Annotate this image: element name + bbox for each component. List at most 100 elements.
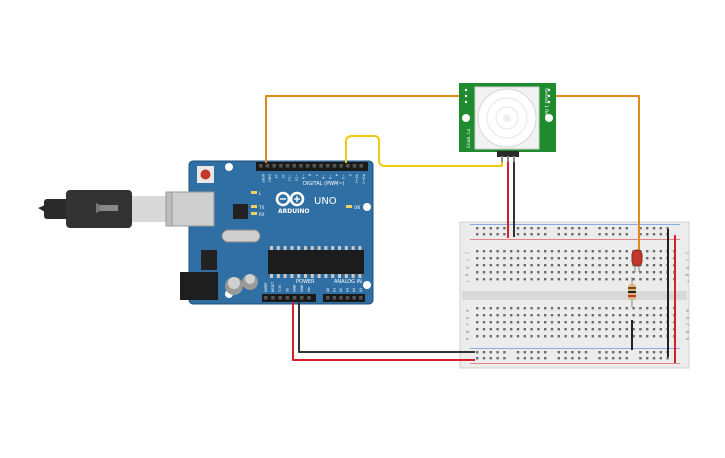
breadboard-hole[interactable] [523,271,526,274]
breadboard-hole[interactable] [598,271,601,274]
breadboard-hole[interactable] [591,335,594,338]
breadboard-hole[interactable] [639,335,642,338]
breadboard-hole[interactable] [659,328,662,331]
breadboard-hole[interactable] [503,227,506,230]
breadboard-hole[interactable] [584,321,588,324]
breadboard-hole[interactable] [646,250,649,253]
header-pin[interactable] [352,296,356,300]
breadboard-hole[interactable] [632,314,635,317]
breadboard-hole[interactable] [584,233,588,236]
breadboard-hole[interactable] [612,357,615,360]
breadboard-hole[interactable] [482,351,486,354]
breadboard-hole[interactable] [584,250,588,253]
breadboard-hole[interactable] [584,257,588,260]
breadboard-hole[interactable] [544,335,547,338]
breadboard-hole[interactable] [578,314,581,317]
breadboard-hole[interactable] [598,227,601,230]
breadboard-hole[interactable] [612,328,615,331]
breadboard-hole[interactable] [659,271,662,274]
breadboard-hole[interactable] [652,233,656,236]
breadboard-hole[interactable] [496,250,499,253]
breadboard-hole[interactable] [659,264,662,267]
breadboard-hole[interactable] [537,351,540,354]
breadboard-hole[interactable] [530,321,533,324]
breadboard-hole[interactable] [646,314,649,317]
breadboard-hole[interactable] [537,314,540,317]
breadboard-hole[interactable] [618,250,622,253]
breadboard-hole[interactable] [571,307,574,310]
breadboard-hole[interactable] [537,264,540,267]
breadboard-hole[interactable] [530,250,533,253]
breadboard-hole[interactable] [605,314,608,317]
breadboard-hole[interactable] [530,233,533,236]
breadboard-hole[interactable] [612,321,615,324]
breadboard-hole[interactable] [510,314,513,317]
breadboard-hole[interactable] [503,271,506,274]
breadboard-hole[interactable] [544,307,547,310]
breadboard-hole[interactable] [476,314,479,317]
breadboard-hole[interactable] [544,351,547,354]
breadboard-hole[interactable] [564,321,567,324]
breadboard-hole[interactable] [652,264,656,267]
header-pin[interactable] [307,296,311,300]
breadboard-hole[interactable] [598,335,601,338]
breadboard-hole[interactable] [659,314,662,317]
breadboard-hole[interactable] [550,328,554,331]
header-pin[interactable] [346,164,350,168]
breadboard-hole[interactable] [571,227,574,230]
breadboard-hole[interactable] [625,271,628,274]
header-pin[interactable] [339,296,343,300]
breadboard-hole[interactable] [646,278,649,281]
breadboard-hole[interactable] [476,227,479,230]
breadboard-hole[interactable] [550,271,554,274]
breadboard-hole[interactable] [537,250,540,253]
breadboard-hole[interactable] [544,321,547,324]
breadboard-hole[interactable] [612,264,615,267]
breadboard-hole[interactable] [571,328,574,331]
breadboard-hole[interactable] [489,271,492,274]
breadboard-hole[interactable] [578,328,581,331]
breadboard-hole[interactable] [482,233,486,236]
breadboard-hole[interactable] [578,257,581,260]
header-pin[interactable] [279,164,283,168]
breadboard-hole[interactable] [496,227,499,230]
breadboard-hole[interactable] [612,250,615,253]
breadboard-hole[interactable] [557,321,560,324]
header-pin[interactable] [319,164,323,168]
breadboard-hole[interactable] [530,264,533,267]
breadboard-hole[interactable] [523,328,526,331]
breadboard-hole[interactable] [482,227,486,230]
breadboard-hole[interactable] [482,328,486,331]
breadboard-hole[interactable] [666,227,669,230]
breadboard-hole[interactable] [544,357,547,360]
breadboard-hole[interactable] [618,257,622,260]
breadboard-hole[interactable] [632,321,635,324]
breadboard-hole[interactable] [639,278,642,281]
breadboard-hole[interactable] [530,278,533,281]
breadboard-hole[interactable] [476,278,479,281]
breadboard-hole[interactable] [591,278,594,281]
breadboard-hole[interactable] [476,351,479,354]
header-pin[interactable] [259,164,263,168]
breadboard-hole[interactable] [496,314,499,317]
breadboard-hole[interactable] [489,335,492,338]
breadboard-hole[interactable] [625,278,628,281]
breadboard-hole[interactable] [557,357,560,360]
breadboard-hole[interactable] [646,351,649,354]
breadboard-hole[interactable] [618,233,622,236]
breadboard-hole[interactable] [496,328,499,331]
breadboard-hole[interactable] [530,257,533,260]
breadboard-hole[interactable] [516,314,520,317]
breadboard-hole[interactable] [537,227,540,230]
breadboard-hole[interactable] [489,314,492,317]
breadboard-hole[interactable] [639,321,642,324]
breadboard-hole[interactable] [598,314,601,317]
breadboard-hole[interactable] [489,257,492,260]
header-pin[interactable] [300,296,304,300]
breadboard-hole[interactable] [516,264,520,267]
breadboard-hole[interactable] [537,357,540,360]
breadboard-hole[interactable] [557,278,560,281]
breadboard-hole[interactable] [618,357,622,360]
header-pin[interactable] [339,164,343,168]
